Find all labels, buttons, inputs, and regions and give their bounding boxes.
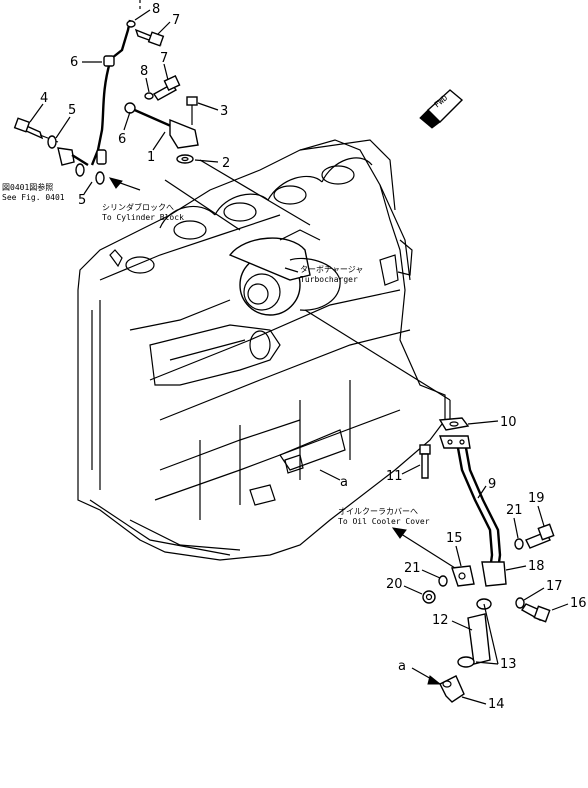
callout-5-upper: 5: [68, 103, 76, 118]
to-cylinder-block-jp: シリンダブロックへ: [102, 202, 174, 212]
to-cylinder-block-en: To Cylinder Block: [102, 213, 184, 222]
callout-16: 16: [570, 596, 587, 611]
callout-21-upper: 21: [506, 503, 523, 518]
see-fig-jp: 図0401図参照: [2, 182, 53, 192]
callout-5-lower: 5: [78, 193, 86, 208]
callout-9: 9: [488, 477, 496, 492]
callout-a-block: a: [340, 475, 348, 490]
callout-1: 1: [147, 150, 155, 165]
callout-8-top: 8: [152, 2, 160, 17]
oil-return-assembly: [304, 309, 555, 703]
callout-15: 15: [446, 531, 463, 546]
callout-11: 11: [386, 469, 403, 484]
to-oil-cooler-jp: オイルクーラカバーへ: [338, 507, 418, 516]
callout-19: 19: [528, 491, 545, 506]
to-oil-cooler-en: To Oil Cooler Cover: [338, 517, 430, 526]
turbo-label-jp: ターボチャージャ: [300, 265, 363, 274]
engine-block: a: [77, 139, 446, 561]
callout-2: 2: [222, 156, 230, 171]
callout-8-mid: 8: [140, 64, 148, 79]
callout-17: 17: [546, 579, 563, 594]
oil-cooler-note: オイルクーラカバーへ To Oil Cooler Cover: [338, 507, 430, 526]
callout-10: 10: [500, 415, 517, 430]
forward-arrow: FWD: [419, 89, 464, 129]
see-fig-en: See Fig. 0401: [2, 193, 65, 202]
callout-12: 12: [432, 613, 449, 628]
callout-20: 20: [386, 577, 403, 592]
oil-supply-assembly: [13, 0, 311, 231]
callout-21-lower: 21: [404, 561, 421, 576]
callout-13: 13: [500, 657, 517, 672]
callouts-lower: 10 11 9 19 21 15 18 21 20 17 16 12 13 a …: [386, 415, 587, 712]
callout-6-top: 6: [70, 55, 78, 70]
callout-7-top: 7: [172, 13, 180, 28]
callout-14: 14: [488, 697, 505, 712]
callout-18: 18: [528, 559, 545, 574]
turbo-label-en: Turbocharger: [300, 275, 358, 284]
callout-a-lower: a: [398, 659, 406, 674]
reference-notes: 図0401図参照 See Fig. 0401 シリンダブロックへ To Cyli…: [2, 177, 363, 284]
callout-4: 4: [40, 91, 48, 106]
callouts-top: 8 7 6 7 8 3 4 5 6 1 2 5: [29, 2, 230, 208]
callout-6-mid: 6: [118, 132, 126, 147]
callout-7-mid: 7: [160, 51, 168, 66]
callout-3: 3: [220, 104, 228, 119]
